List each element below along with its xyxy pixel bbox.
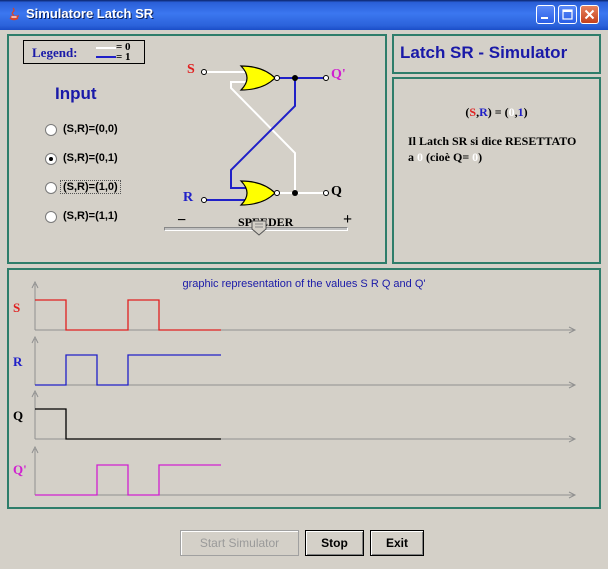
state-comma-2: , [514,105,518,119]
radio-button[interactable] [45,211,57,223]
message-line-2: a 0 (cioè Q= 0) [408,149,608,165]
radio-button[interactable] [45,124,57,136]
sr-latch-diagram [201,65,329,206]
y-axis-arrow [31,335,39,344]
msg-value-2: 0 [472,150,479,164]
msg-pre: a [408,150,417,164]
radio-button[interactable] [45,153,57,165]
nor-gate-bottom [239,180,280,206]
radio-option-10[interactable]: (S,R)=(1,0) [45,180,165,198]
message-line-1: Il Latch SR si dice RESETTATO [408,134,577,148]
terminal-s [201,69,207,75]
nor-gate-top [239,65,280,91]
state-r-symbol: R [479,105,488,119]
title-bar[interactable]: Simulatore Latch SR [0,0,608,30]
state-comma: , [476,105,480,119]
state-mid: ) = ( [487,105,509,119]
radio-label: (S,R)=(1,0) [60,180,121,194]
java-app-icon[interactable] [6,6,22,22]
maximize-icon [562,9,573,20]
label-r: R [183,190,194,205]
y-axis-arrow [31,389,39,398]
stop-button[interactable]: Stop [305,530,364,556]
legend: Legend: = 0 = 1 [23,40,145,64]
radio-option-11[interactable]: (S,R)=(1,1) [45,209,165,227]
input-title: Input [55,84,97,103]
x-axis-arrow [568,435,577,443]
waveform-caption: graphic representation of the values S R… [182,278,426,290]
signal-trace-r [35,354,221,386]
y-axis-arrow [31,280,39,289]
speed-slider-thumb[interactable] [251,220,267,236]
maximize-button[interactable] [558,5,577,24]
close-icon [584,9,595,20]
label-s: S [187,62,195,77]
status-message: Il Latch SR si dice RESETTATO a 0 (cioè … [408,133,608,165]
signal-label-qbar: Q' [13,462,27,477]
signal-trace-q [35,408,221,440]
msg-end: ) [478,150,483,164]
legend-zero: = 0 [116,41,131,53]
legend-one: = 1 [116,51,131,63]
simulator-title-panel: Latch SR - Simulator [392,34,601,74]
state-prefix: ( [465,105,470,119]
msg-value: 0 [417,150,423,164]
signal-label-r: R [13,354,23,369]
y-axis-arrow [31,445,39,454]
terminal-qbar [323,75,329,81]
msg-mid: (cioè Q= [423,150,473,164]
circuit-panel: Legend: = 0 = 1 Input (S,R)=(0,0) (S,R)=… [7,34,387,264]
radio-label: (S,R)=(0,1) [63,152,118,164]
radio-label: (S,R)=(0,0) [63,123,118,135]
wire-q-feedback [230,81,296,193]
x-axis-arrow [568,491,577,499]
state-s-symbol: S [469,105,477,119]
radio-option-00[interactable]: (S,R)=(0,0) [45,122,165,140]
terminal-r [201,197,207,203]
minimize-button[interactable] [536,5,555,24]
close-button[interactable] [580,5,599,24]
radio-button[interactable] [45,182,57,194]
junction-dot [292,75,298,81]
window-title: Simulatore Latch SR [26,6,154,21]
legend-title: Legend: [32,45,78,60]
label-q: Q [331,184,342,199]
minimize-icon [541,17,548,19]
state-s-value: 0 [508,105,515,119]
state-r-value: 1 [517,105,524,119]
legend-lines [96,47,116,58]
junction-dot [292,190,298,196]
wire-qbar-feedback [230,78,296,189]
waveform-panel: graphic representation of the values S R… [7,268,601,509]
speed-minus-label: − [177,212,187,229]
x-axis-arrow [568,326,577,334]
state-readout: (S,R) = (0,1) [394,105,599,120]
start-simulator-button[interactable]: Start Simulator [180,530,299,556]
signal-trace-s [35,299,221,331]
exit-button[interactable]: Exit [370,530,424,556]
speed-plus-label: + [343,211,353,228]
signal-trace-qbar [35,464,221,496]
signal-label-q: Q [13,408,24,423]
x-axis-arrow [568,381,577,389]
simulator-title: Latch SR - Simulator [400,43,568,62]
terminal-q [323,190,329,196]
signal-label-s: S [13,300,21,315]
waveform-plot [31,280,577,499]
radio-option-01[interactable]: (S,R)=(0,1) [45,151,165,169]
status-panel: (S,R) = (0,1) Il Latch SR si dice RESETT… [392,77,601,264]
radio-label: (S,R)=(1,1) [63,210,118,222]
state-suffix: ) [523,105,528,119]
label-qbar: Q' [331,67,346,82]
